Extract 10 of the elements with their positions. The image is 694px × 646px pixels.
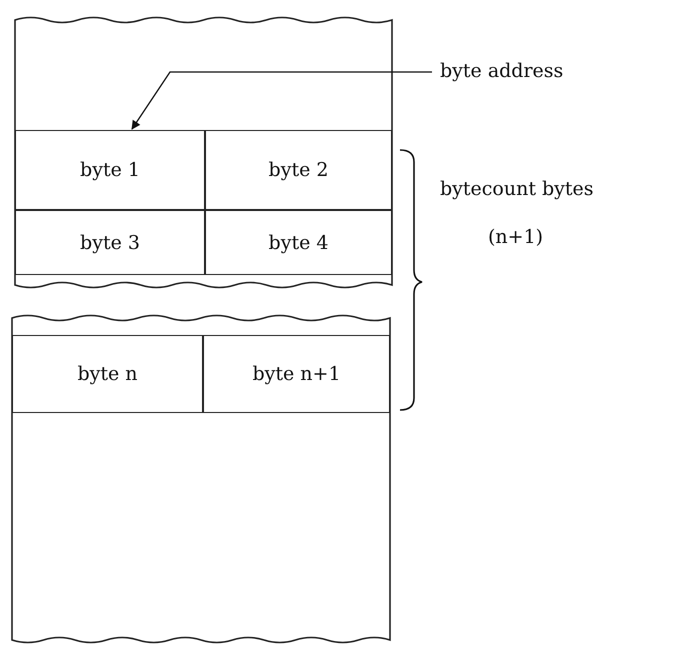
leader-line: [131, 71, 432, 130]
memory-cell: byte 3: [15, 210, 205, 275]
brace-label: bytecount bytes: [440, 178, 594, 201]
memory-cell: byte n+1: [203, 335, 390, 413]
memory-cell: byte 4: [205, 210, 392, 275]
memory-cell: byte 2: [205, 130, 392, 210]
leader-label: byte address: [440, 60, 564, 83]
brace-label: (n+1): [488, 226, 544, 249]
memory-cell: byte 1: [15, 130, 205, 210]
memory-cell: byte n: [12, 335, 203, 413]
